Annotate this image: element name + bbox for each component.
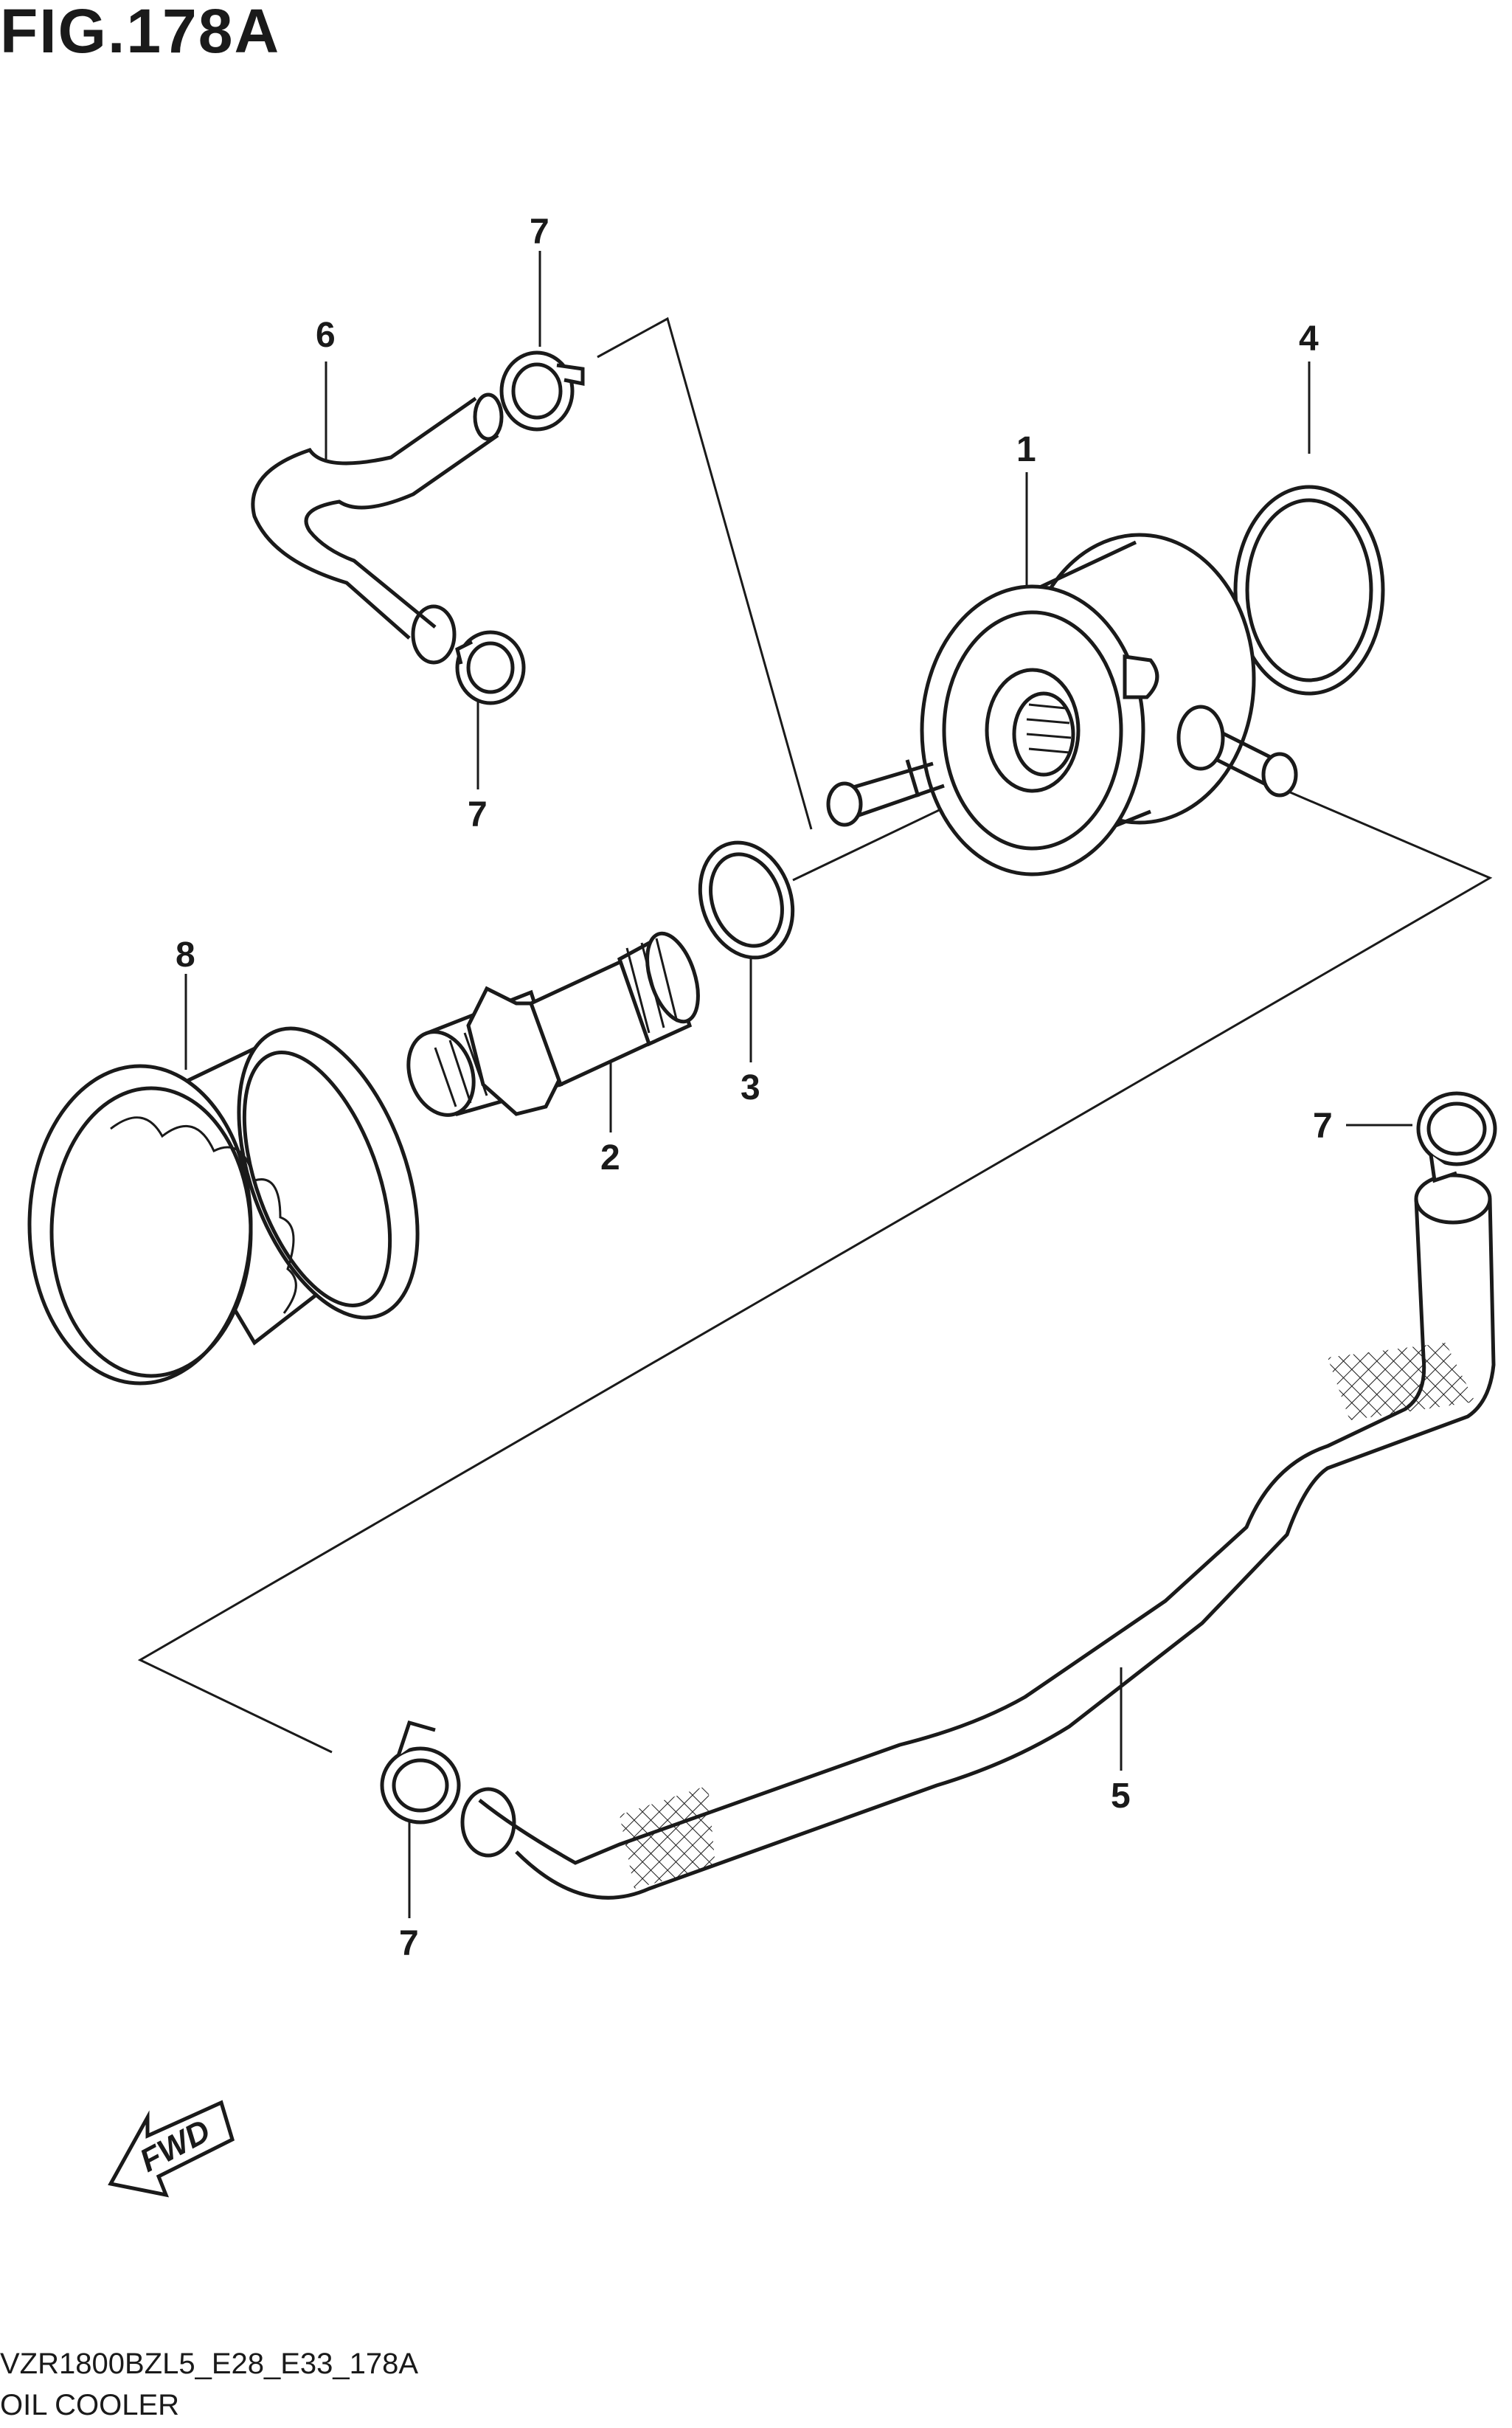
figure-code: VZR1800BZL5_E28_E33_178A	[0, 2348, 419, 2380]
union-bolt	[406, 931, 700, 1117]
o-ring-small	[698, 840, 795, 960]
assembly-lines	[137, 251, 1493, 1918]
fwd-arrow: FWD	[108, 2100, 235, 2198]
hose-clamp-2	[455, 630, 526, 705]
callout-3: 3	[741, 1068, 760, 1107]
callout-7-left: 7	[468, 795, 488, 834]
callout-8: 8	[176, 935, 195, 975]
figure-title: FIG.178A	[0, 0, 281, 66]
hose-clamp-1	[499, 350, 585, 432]
callout-7-bottom: 7	[399, 1924, 419, 1963]
callout-7-right: 7	[1313, 1107, 1333, 1146]
callout-7-top: 7	[530, 212, 549, 252]
callout-labels: 1 2 3 4 5 6 7 7 7 7 8	[176, 212, 1333, 1963]
hose-clamp-4	[380, 1720, 461, 1825]
callout-1: 1	[1016, 430, 1036, 469]
hose-clamp-3	[1416, 1091, 1497, 1183]
callout-2: 2	[600, 1138, 620, 1177]
callout-5: 5	[1111, 1777, 1131, 1816]
figure-name: OIL COOLER	[0, 2389, 180, 2421]
hose-long	[460, 1173, 1496, 1900]
oil-cooler	[826, 533, 1298, 876]
callout-4: 4	[1299, 319, 1319, 359]
oil-filter	[27, 1026, 420, 1386]
o-ring-large	[1233, 485, 1385, 696]
callout-6: 6	[316, 316, 336, 355]
hose-short	[251, 392, 504, 665]
